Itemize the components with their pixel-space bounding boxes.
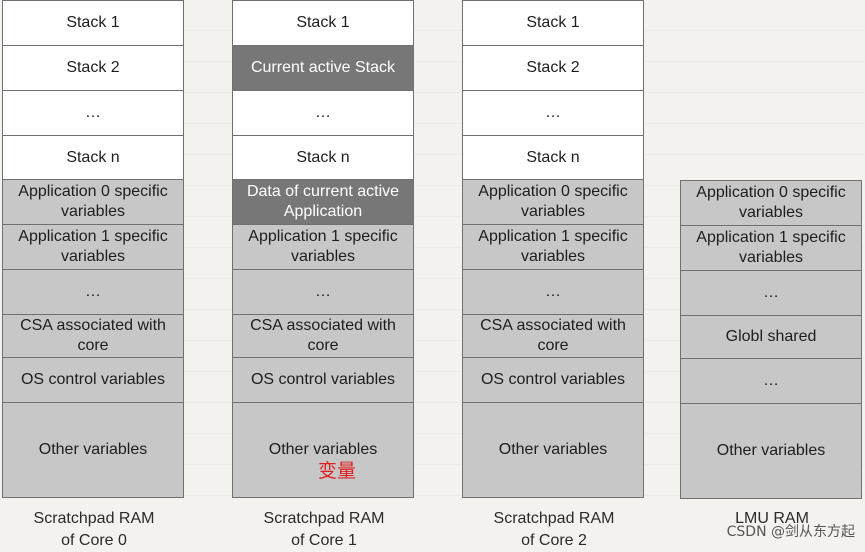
caption-line-2: of Core 2	[521, 532, 587, 549]
stack-1-block: Stack 1	[232, 0, 414, 46]
app-ellipsis-block: …	[232, 269, 414, 315]
app1-variables-block: Application 1 specific variables	[2, 224, 184, 270]
app1-variables-block: Application 1 specific variables	[462, 224, 644, 270]
caption-line-2: of Core 0	[61, 532, 127, 549]
csa-block: CSA associated with core	[462, 314, 644, 358]
core2-caption: Scratchpad RAM of Core 2	[462, 508, 646, 552]
current-active-stack-block: Current active Stack	[232, 45, 414, 91]
variables-annotation: 变量	[318, 460, 357, 482]
app1-variables-block: Application 1 specific variables	[680, 225, 862, 271]
app-ellipsis-block: …	[680, 270, 862, 316]
core0-caption: Scratchpad RAM of Core 0	[2, 508, 186, 552]
app-ellipsis-block: …	[2, 269, 184, 315]
stack-1-block: Stack 1	[462, 0, 644, 46]
caption-line-1: Scratchpad RAM	[263, 510, 385, 527]
csa-block: CSA associated with core	[232, 314, 414, 358]
current-app-data-block: Data of current active Application	[232, 179, 414, 225]
csa-block: CSA associated with core	[2, 314, 184, 358]
stack-2-block: Stack 2	[2, 45, 184, 91]
app1-variables-block: Application 1 specific variables	[232, 224, 414, 270]
core1-caption: Scratchpad RAM of Core 1	[232, 508, 416, 552]
shared-ellipsis-block: …	[680, 358, 862, 404]
stack-1-block: Stack 1	[2, 0, 184, 46]
app0-variables-block: Application 0 specific variables	[462, 179, 644, 225]
other-variables-block: Other variables	[232, 402, 414, 498]
caption-line-1: Scratchpad RAM	[493, 510, 615, 527]
stack-2-block: Stack 2	[462, 45, 644, 91]
stack-ellipsis-block: …	[232, 90, 414, 136]
caption-line-2: of Core 1	[291, 532, 357, 549]
stack-n-block: Stack n	[232, 135, 414, 180]
global-shared-block: Globl shared	[680, 315, 862, 359]
csdn-watermark: CSDN @剑从东方起	[726, 524, 855, 540]
stack-ellipsis-block: …	[462, 90, 644, 136]
other-variables-block: Other variables	[680, 403, 862, 499]
app-ellipsis-block: …	[462, 269, 644, 315]
stack-ellipsis-block: …	[2, 90, 184, 136]
app0-variables-block: Application 0 specific variables	[2, 179, 184, 225]
app0-variables-block: Application 0 specific variables	[680, 180, 862, 226]
other-variables-block: Other variables	[2, 402, 184, 498]
os-control-block: OS control variables	[232, 357, 414, 403]
caption-line-1: Scratchpad RAM	[33, 510, 155, 527]
os-control-block: OS control variables	[2, 357, 184, 403]
os-control-block: OS control variables	[462, 357, 644, 403]
stack-n-block: Stack n	[2, 135, 184, 180]
stack-n-block: Stack n	[462, 135, 644, 180]
caption-line-1: LMU RAM	[735, 510, 809, 527]
other-variables-block: Other variables	[462, 402, 644, 498]
lmu-caption: LMU RAM	[680, 508, 864, 530]
